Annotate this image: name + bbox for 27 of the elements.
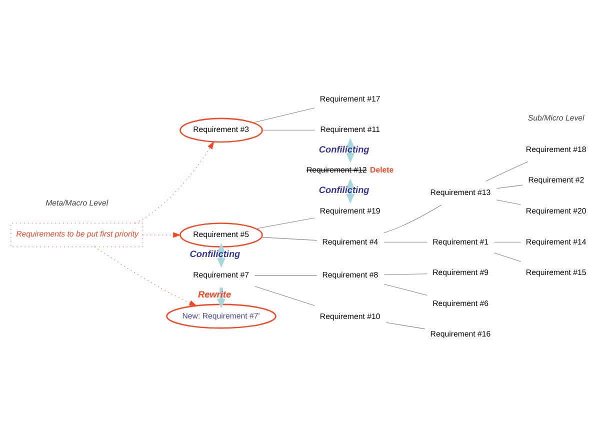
connector (384, 273, 428, 276)
connector (254, 275, 318, 276)
connector (256, 218, 315, 230)
arrow (142, 232, 181, 238)
connector (496, 184, 524, 189)
arrow (346, 138, 355, 163)
arrow (217, 242, 226, 268)
connector (494, 242, 521, 243)
arrow (346, 178, 355, 204)
connector (386, 322, 426, 330)
edge-label: Confilicting (190, 249, 240, 260)
connector (252, 108, 315, 123)
edge-label: Confilicting (318, 144, 370, 154)
arrow (217, 288, 226, 308)
connector (254, 286, 315, 306)
arrow (94, 246, 198, 306)
connector (383, 204, 442, 234)
connector (384, 242, 428, 243)
connector (384, 284, 428, 296)
connector (262, 130, 316, 131)
arrow (135, 141, 214, 224)
edge-label: Confilicting (318, 184, 370, 195)
connector (486, 161, 528, 182)
edge-label: Rewrite (198, 290, 232, 300)
connector (496, 200, 521, 205)
connector (261, 236, 318, 241)
connector (494, 252, 521, 262)
